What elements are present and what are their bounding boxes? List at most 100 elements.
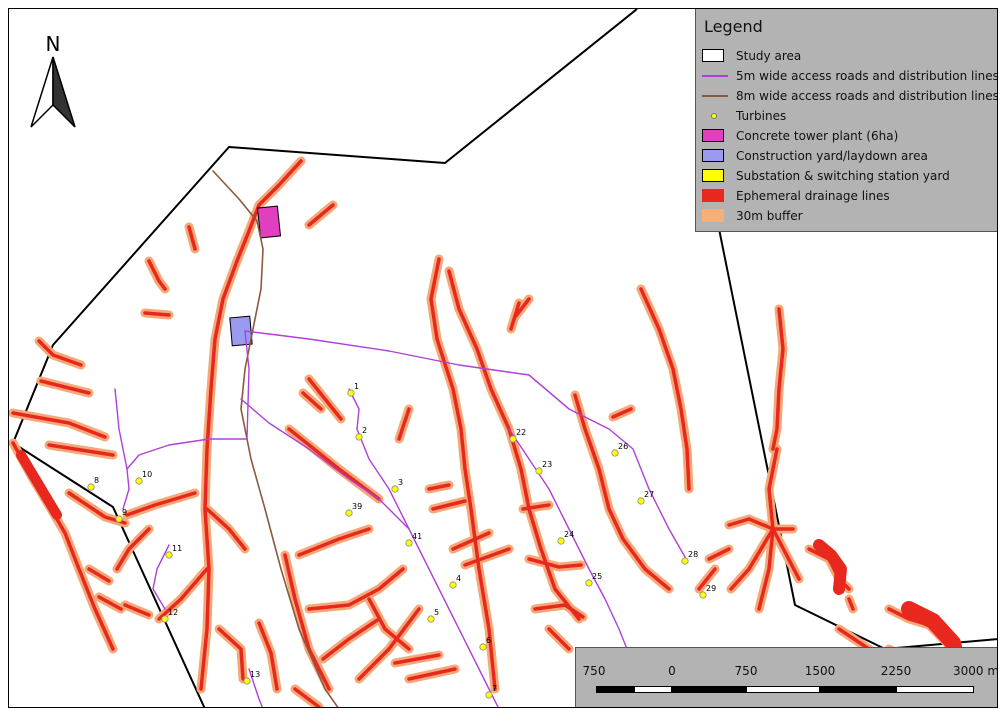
road-5m [152,544,170,610]
drainage-buffer [570,390,674,594]
turbine-label: 7 [492,684,497,693]
drainage-line [771,527,801,581]
legend-label: 8m wide access roads and distribution li… [736,89,998,103]
turbine-label: 11 [172,544,182,553]
drainage-line [527,557,583,569]
legend-item: Concrete tower plant (6ha) [702,126,997,146]
laydown-area [229,315,253,347]
drainage-line [97,595,123,611]
scale-segment [672,686,746,693]
turbine-marker[interactable] [347,389,355,397]
turbine-marker[interactable] [485,691,493,699]
road-5m [122,438,248,510]
drainage-line [283,553,331,691]
turbine-label: 4 [456,574,461,583]
turbine-label: 27 [644,490,654,499]
drainage-line [297,527,371,557]
turbine-label: 25 [592,572,602,581]
turbine-marker[interactable] [135,477,143,485]
drainage-line [707,547,731,561]
turbine-marker[interactable] [585,579,593,587]
legend-item: Construction yard/laydown area [702,146,997,166]
drainage-line [87,567,111,583]
turbine-label: 23 [542,460,552,469]
drainage-line [125,491,197,517]
road-5m [528,374,570,410]
drainage-line [429,257,497,691]
scale-segment [896,686,974,693]
turbine-marker[interactable] [611,449,619,457]
drainage-line [533,603,585,619]
legend-label: Substation & switching station yard [736,169,950,183]
scale-label: 1500 [804,664,836,678]
turbine-label: 13 [250,670,260,679]
scale-segment [596,686,634,693]
drainage-line [11,411,107,439]
turbine-marker[interactable] [165,551,173,559]
turbine-marker[interactable] [115,515,123,523]
drainage-line [397,407,411,441]
legend-item: Substation & switching station yard [702,166,997,186]
turbine-marker[interactable] [355,433,363,441]
drainage-line [199,259,239,691]
turbine-label: 29 [706,584,716,593]
turbine-label: 24 [564,530,574,539]
turbine-marker[interactable] [345,509,353,517]
turbine-label: 10 [142,470,152,479]
turbine-marker[interactable] [557,537,565,545]
drainage-line [757,527,775,611]
turbine-marker[interactable] [87,483,95,491]
drainage-line [307,203,335,227]
legend-item: 5m wide access roads and distribution li… [702,66,997,86]
turbine-marker[interactable] [449,581,457,589]
north-arrow: N [23,31,87,135]
road-8m [212,170,339,707]
turbine-label: 12 [168,608,178,617]
drainage-line [463,547,511,567]
legend-item: 8m wide access roads and distribution li… [702,86,998,106]
turbine-marker[interactable] [391,485,399,493]
drainage-line [547,627,571,651]
tower-plant-area [256,205,282,239]
turbine-marker[interactable] [479,643,487,651]
drainage-line [157,567,209,621]
legend-list: Study area 5m wide access roads and distr… [702,46,998,226]
drainage-lines [9,156,974,707]
turbine-marker[interactable] [243,677,251,685]
legend-swatch [702,169,728,183]
turbine-marker[interactable] [535,467,543,475]
turbine-marker[interactable] [637,497,645,505]
turbine-label: 6 [486,636,491,645]
turbine-marker[interactable] [161,615,169,623]
turbine-label: 1 [354,382,359,391]
turbine-label: 41 [412,532,422,541]
road-5m [508,428,628,650]
drainage-line [451,531,491,551]
drainage-line [307,567,405,611]
drainage-line [521,503,551,511]
north-arrow-icon [30,56,54,128]
road-5m [114,388,128,470]
turbine-label: 28 [688,550,698,559]
legend-item: 30m buffer [702,206,997,226]
drainage-line [611,407,633,419]
drainage-line [573,393,671,591]
turbine-marker[interactable] [509,435,517,443]
drainage-line [447,269,581,621]
drainage-line [257,621,279,691]
legend-label: Study area [736,49,802,63]
turbine-label: 2 [362,426,367,435]
turbine-marker[interactable] [699,591,707,599]
turbine-marker[interactable] [681,557,689,565]
turbine-label: 3 [398,478,403,487]
legend-swatch [702,129,728,143]
turbine-label: 26 [618,442,628,451]
turbine-marker[interactable] [405,539,413,547]
drainage-line [367,597,411,651]
north-label: N [46,32,61,56]
turbine-marker[interactable] [427,615,435,623]
scale-segment [820,686,896,693]
legend-swatch [702,49,728,63]
